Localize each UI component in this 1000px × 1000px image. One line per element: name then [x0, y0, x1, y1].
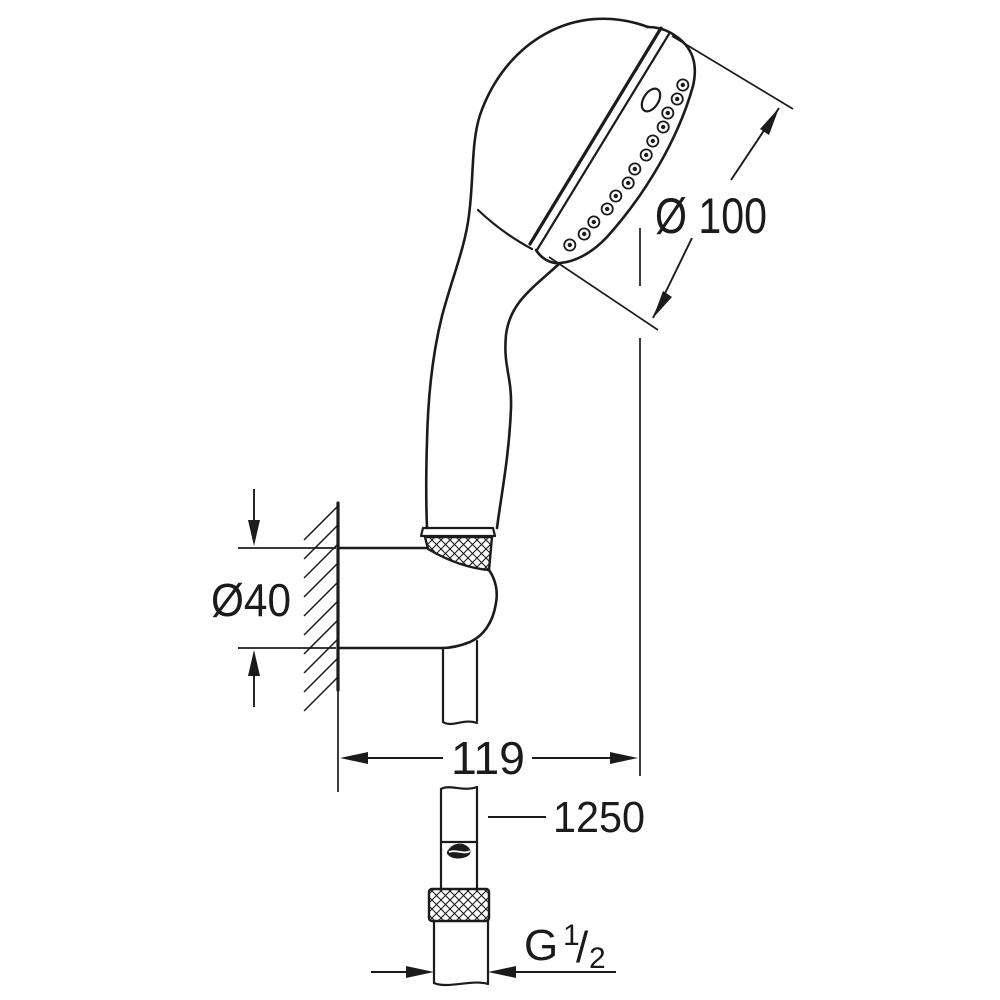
- nozzle-dot-center: [665, 110, 670, 116]
- dim-wall-arrow-left: [340, 752, 368, 764]
- holder-right-profile: [440, 568, 499, 650]
- dim-label-holder-diameter: Ø40: [211, 574, 291, 626]
- nozzle-dot: [587, 215, 601, 229]
- nozzle-dot: [563, 238, 577, 252]
- dim-label-hose-length: 1250: [553, 793, 645, 842]
- face-plate-back-edge: [528, 26, 663, 246]
- nozzle-dot-center: [675, 96, 680, 102]
- hose-bottom-end-edge: [432, 981, 490, 987]
- nozzle-dot-center: [626, 180, 631, 186]
- nozzle-dot: [646, 134, 660, 148]
- nozzle-dot: [628, 162, 642, 176]
- knurled-nut: [427, 887, 491, 923]
- knurled-cone-connector: [423, 535, 494, 572]
- dim-thread-arrow-left-pointing: [488, 966, 516, 978]
- handle: [419, 261, 562, 572]
- dim-head-ext-line-upper: [671, 35, 794, 110]
- nozzle-dot-center: [567, 242, 572, 248]
- hose-upper-sides: [441, 639, 479, 724]
- nozzle-dot: [661, 106, 675, 120]
- dim-holder-arrow-up: [248, 650, 260, 676]
- nozzle-dot: [609, 189, 623, 203]
- nozzle-dot: [656, 120, 670, 134]
- head-chin-crease: [476, 208, 534, 251]
- hose-upper-break-edge: [441, 720, 479, 726]
- nozzle-dot: [621, 176, 635, 190]
- nozzle-dot-center: [650, 138, 655, 144]
- dim-head-ext-line-lower: [548, 256, 659, 331]
- handle-right-outline: [495, 261, 562, 530]
- nozzle-dot: [639, 148, 653, 162]
- dim-holder-arrow-down: [248, 520, 260, 546]
- connector-flange: [419, 526, 497, 538]
- hose-brand-marking-detail: [448, 850, 471, 854]
- dim-wall-arrow-right: [610, 752, 638, 764]
- dim-label-thread-denominator: 2: [589, 942, 606, 975]
- nozzle-dot: [600, 202, 614, 216]
- dim-holder-diameter: Ø40: [211, 489, 336, 707]
- head-dome-and-handle-left-outline: [424, 17, 650, 530]
- nozzle-dot-center: [661, 124, 666, 130]
- dim-head-arrow-lower: [653, 291, 672, 318]
- dim-hose-length: 1250: [488, 793, 645, 842]
- nozzle-dot: [676, 78, 690, 92]
- face-plate-front-edge: [535, 32, 671, 252]
- nozzle-dot-center: [605, 206, 610, 212]
- hose-lower: [427, 785, 491, 987]
- shower-head: [424, 17, 697, 530]
- nozzle-dot-center: [591, 219, 596, 225]
- hose-lower-sides: [439, 785, 479, 891]
- logo-oval: [640, 87, 662, 113]
- nozzle-dot-center: [644, 152, 649, 158]
- wall: [303, 501, 340, 712]
- nozzle-dot: [577, 227, 591, 241]
- nozzle-dot-center: [613, 193, 618, 199]
- dim-label-thread-slash: /: [576, 923, 589, 972]
- nozzle-dot-center: [680, 82, 685, 88]
- dim-thread-arrow-right-pointing: [406, 966, 434, 978]
- hose-bottom-sides: [432, 919, 490, 985]
- dim-head-arrow-upper: [760, 108, 779, 135]
- dim-label-thread-letter: G: [524, 921, 558, 970]
- hose-upper: [441, 639, 479, 726]
- dim-wall-distance: 119: [337, 228, 641, 792]
- spray-nozzles: [563, 78, 690, 252]
- dim-head-diameter: Ø 100: [548, 35, 794, 331]
- dim-label-thread-numerator: 1: [563, 919, 580, 952]
- hose-lower-break-edge: [439, 785, 479, 791]
- nozzle-dot-center: [632, 166, 637, 172]
- wall-holder: [336, 546, 499, 650]
- dim-label-head-diameter: Ø 100: [655, 188, 767, 244]
- nozzle-dot-center: [582, 231, 587, 237]
- dim-label-wall-distance: 119: [451, 732, 525, 784]
- wall-hatching: [303, 505, 339, 712]
- dim-thread-size: G 1 / 2: [371, 919, 616, 978]
- nozzle-dot: [670, 92, 684, 106]
